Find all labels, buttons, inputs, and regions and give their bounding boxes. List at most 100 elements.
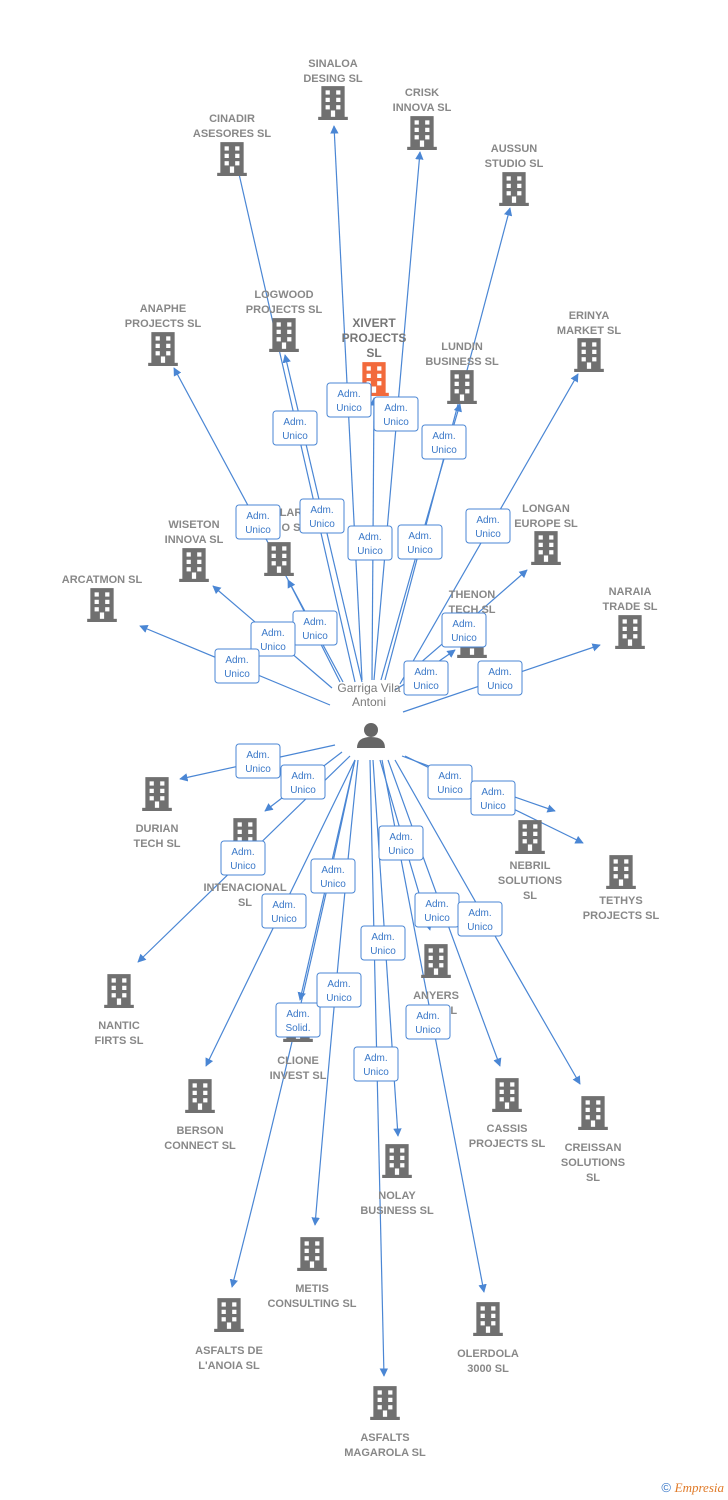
- edge-label-nebril: Adm.Unico: [427, 764, 473, 800]
- edge-label-metis: Adm.Unico: [310, 858, 356, 894]
- building-icon: [421, 944, 451, 978]
- relation-text: Adm.Unico: [282, 417, 308, 442]
- node-arcatmon[interactable]: ARCATMON SL: [62, 574, 143, 622]
- relation-text: Adm.Unico: [245, 511, 271, 536]
- edge-label-tethys: Adm.Unico: [470, 780, 516, 816]
- edge-label-naraia: Adm.Unico: [477, 660, 523, 696]
- building-icon: [447, 370, 477, 404]
- edge-label-asfalts_magarola: Adm.Unico: [353, 1046, 399, 1082]
- copyright-icon: ©: [661, 1480, 672, 1495]
- edge-label-asfalts_anoia: Adm.Unico: [316, 972, 362, 1008]
- relation-text: Adm.Unico: [415, 1011, 441, 1036]
- edge-label-xivert: Adm.Unico: [347, 525, 393, 561]
- building-icon: [217, 142, 247, 176]
- building-icon: [473, 1302, 503, 1336]
- building-icon: [615, 615, 645, 649]
- relation-text: Adm.Solid.: [285, 1009, 310, 1034]
- relation-text: Adm.Unico: [451, 619, 477, 644]
- relation-text: Adm.Unico: [336, 389, 362, 414]
- building-icon: [370, 1386, 400, 1420]
- building-icon: [578, 1096, 608, 1130]
- relation-text: Adm.Unico: [230, 847, 256, 872]
- building-icon: [574, 338, 604, 372]
- relation-text: Adm.Unico: [271, 900, 297, 925]
- relation-text: Adm.Unico: [388, 832, 414, 857]
- person-icon: [357, 723, 385, 748]
- relation-text: Adm.Unico: [431, 431, 457, 456]
- relation-text: Adm.Unico: [309, 505, 335, 530]
- edge-label-olerdola: Adm.Unico: [405, 1004, 451, 1040]
- edge-label-intenacional: Adm.Unico: [280, 764, 326, 800]
- edge-label-aussun: Adm.Unico: [397, 524, 443, 560]
- relation-text: Adm.Unico: [357, 532, 383, 557]
- building-icon: [297, 1237, 327, 1271]
- building-icon: [148, 332, 178, 366]
- relation-text: Adm.Unico: [480, 787, 506, 812]
- brand-logo: Empresia: [674, 1480, 724, 1495]
- building-icon: [606, 855, 636, 889]
- edge-label-thenon: Adm.Unico: [403, 660, 449, 696]
- relation-text: Adm.Unico: [290, 771, 316, 796]
- edge-label-crisk: Adm.Unico: [373, 396, 419, 432]
- edge-label-creissan: Adm.Unico: [457, 901, 503, 937]
- edge-label-sinaloa: Adm.Unico: [326, 382, 372, 418]
- building-icon: [264, 542, 294, 576]
- edge-label-anyers: Adm.Unico: [378, 825, 424, 861]
- edge-label-anaphe: Adm.Unico: [235, 504, 281, 540]
- edge-label-cassis: Adm.Unico: [414, 892, 460, 928]
- edge-label-longan: Adm.Unico: [441, 612, 487, 648]
- edges-layer: [137, 125, 601, 1377]
- building-icon: [269, 318, 299, 352]
- building-icon: [87, 588, 117, 622]
- edge-label-clione: Adm.Solid.: [275, 1002, 321, 1038]
- edge-label-berson: Adm.Unico: [261, 893, 307, 929]
- building-icon: [382, 1144, 412, 1178]
